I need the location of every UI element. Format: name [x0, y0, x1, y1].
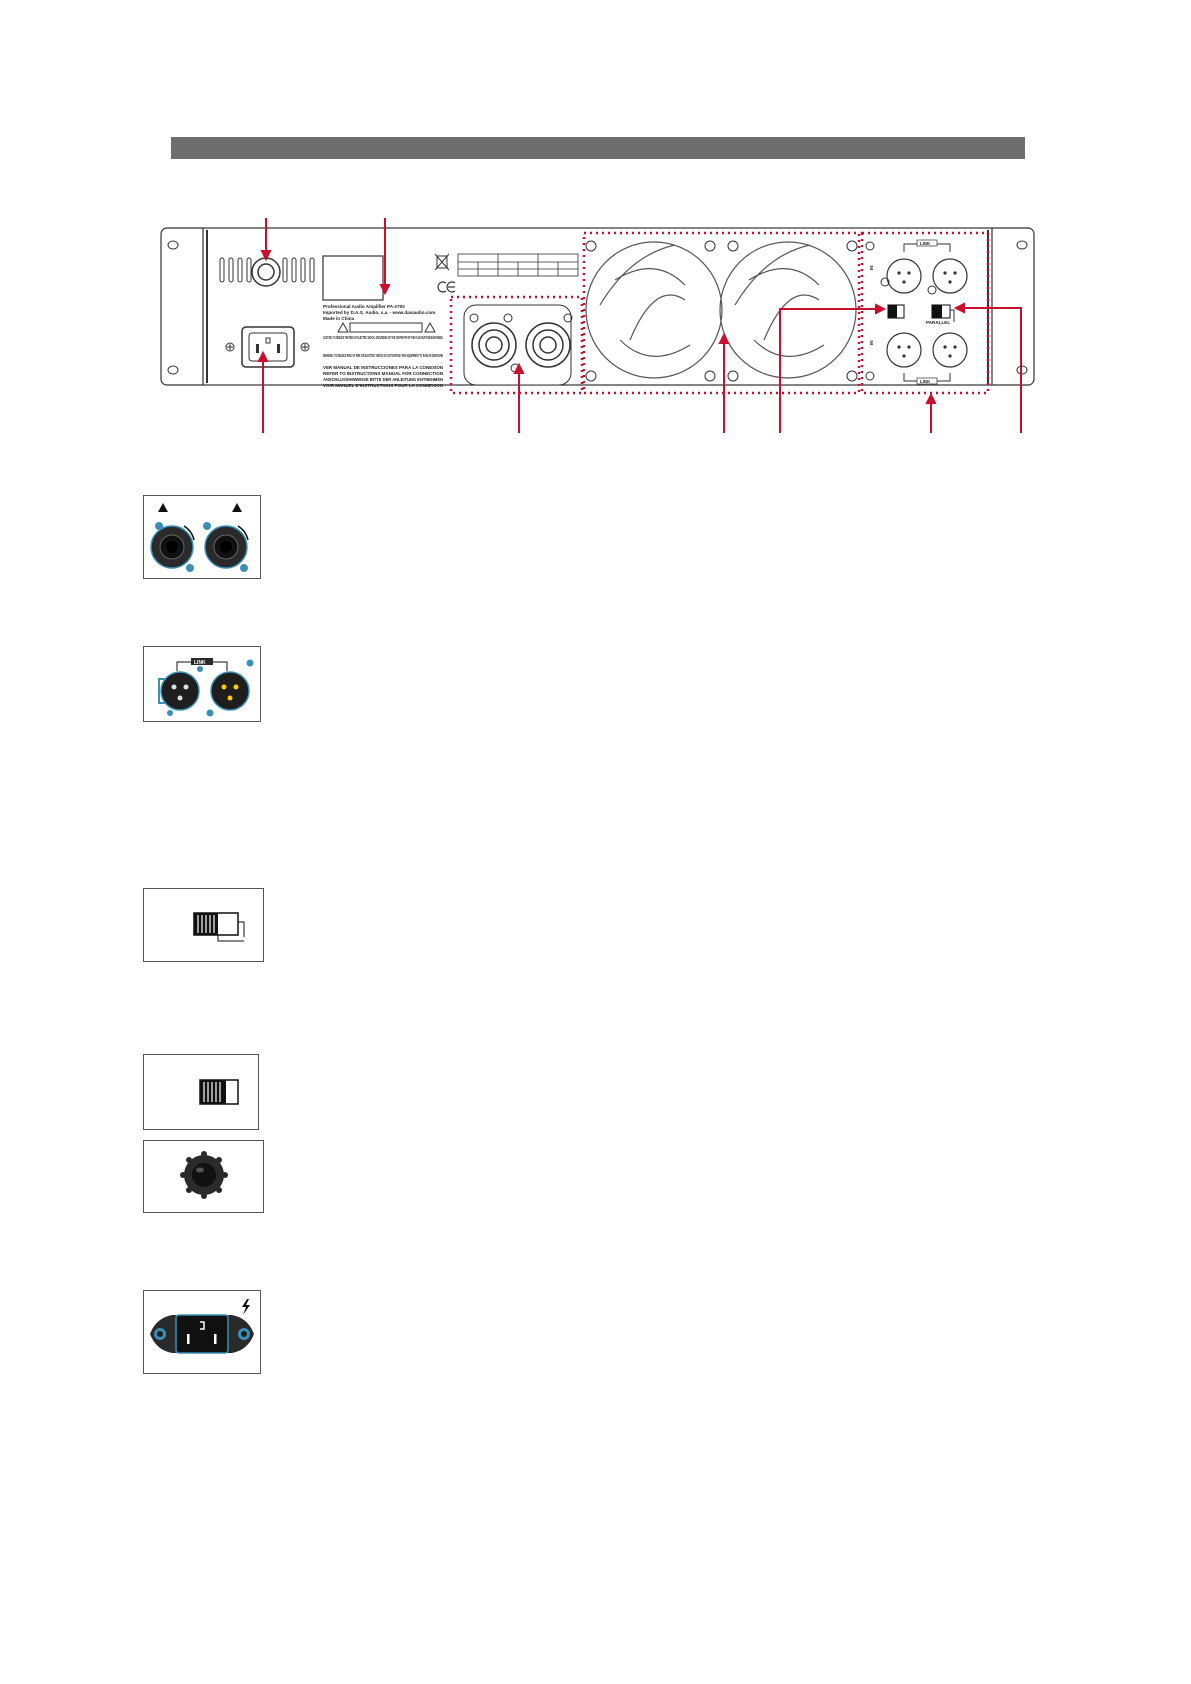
- warning-triangle-icon: [337, 321, 436, 333]
- label-product: Professional Audio Amplifier PA-2700: [323, 304, 405, 309]
- parallel-switch-thumbnail: [143, 888, 264, 962]
- rear-panel-diagram: Professional Audio Amplifier PA-2700 Imp…: [160, 218, 1035, 433]
- input-zone: [860, 231, 990, 395]
- screw-icon: [469, 313, 573, 373]
- speakon-output-icon: [150, 503, 249, 572]
- screw-icon: [865, 241, 937, 381]
- speakon-output-icon: [471, 322, 571, 368]
- ce-mark-icon: [437, 281, 456, 293]
- mains-socket-icon: [150, 1299, 254, 1354]
- link-label: LINK: [920, 379, 931, 384]
- fuse-holder-icon: [251, 257, 281, 287]
- fuse-thumbnail: [143, 1140, 264, 1213]
- mains-socket-thumbnail: [143, 1290, 261, 1374]
- speakon-thumbnail: [143, 495, 261, 579]
- parallel-switch-icon: [931, 304, 955, 322]
- label-importer: Imported by D.A.S. Audio, s.a. - www.das…: [323, 310, 435, 315]
- callout-arrows: [257, 218, 1022, 433]
- vent-slots: [219, 257, 315, 283]
- bridge-switch-icon: [199, 1079, 239, 1105]
- in-label: IN: [869, 340, 874, 345]
- xlr-thumbnail: LINK: [143, 646, 261, 722]
- weee-bin-icon: [434, 253, 450, 271]
- in-label: IN: [869, 265, 874, 270]
- chassis: [202, 227, 993, 386]
- label-plate: [322, 255, 384, 301]
- bridge-switch-thumbnail: [143, 1054, 259, 1130]
- xlr-input-icon: LINK: [158, 658, 254, 717]
- screw-icon: [225, 342, 310, 352]
- label-origin: Made in China: [323, 316, 355, 321]
- section-header-bar: [171, 137, 1025, 159]
- fan-zone: [582, 231, 861, 395]
- rack-ear-left: [160, 227, 208, 386]
- label-caution: CAUTION: TO REDUCE THE RISK OF ELECTRIC …: [323, 335, 443, 340]
- label-manual-de: ANSCHLUSSHINWEISE BITTE DER ANLEITUNG EN…: [323, 377, 443, 382]
- label-manual-es: VER MANUAL DE INSTRUCCIONES PARA LA CONE…: [323, 365, 443, 370]
- screw-icon: [585, 240, 858, 382]
- mains-socket-icon: [241, 326, 295, 368]
- parallel-label: PARALLEL: [926, 320, 950, 325]
- label-manual-en: REFER TO INSTRUCTIONS MANUAL FOR CONNECT…: [323, 371, 443, 376]
- label-manual-fr: VOIR MANUEL D'INSTRUCTIONS POUR LA CONNE…: [323, 383, 443, 388]
- rack-ear-right: [987, 227, 1035, 386]
- link-label: LINK: [194, 660, 206, 666]
- bridge-switch-icon: [887, 304, 905, 319]
- fuse-holder-icon: [180, 1151, 228, 1199]
- parallel-switch-icon: [193, 912, 245, 942]
- link-label: LINK: [920, 241, 931, 246]
- spec-table: [457, 253, 579, 277]
- label-warning: WARNING: TO REDUCE RISK OF FIRE OR ELECT…: [323, 353, 443, 358]
- xlr-input-icon: [886, 258, 968, 368]
